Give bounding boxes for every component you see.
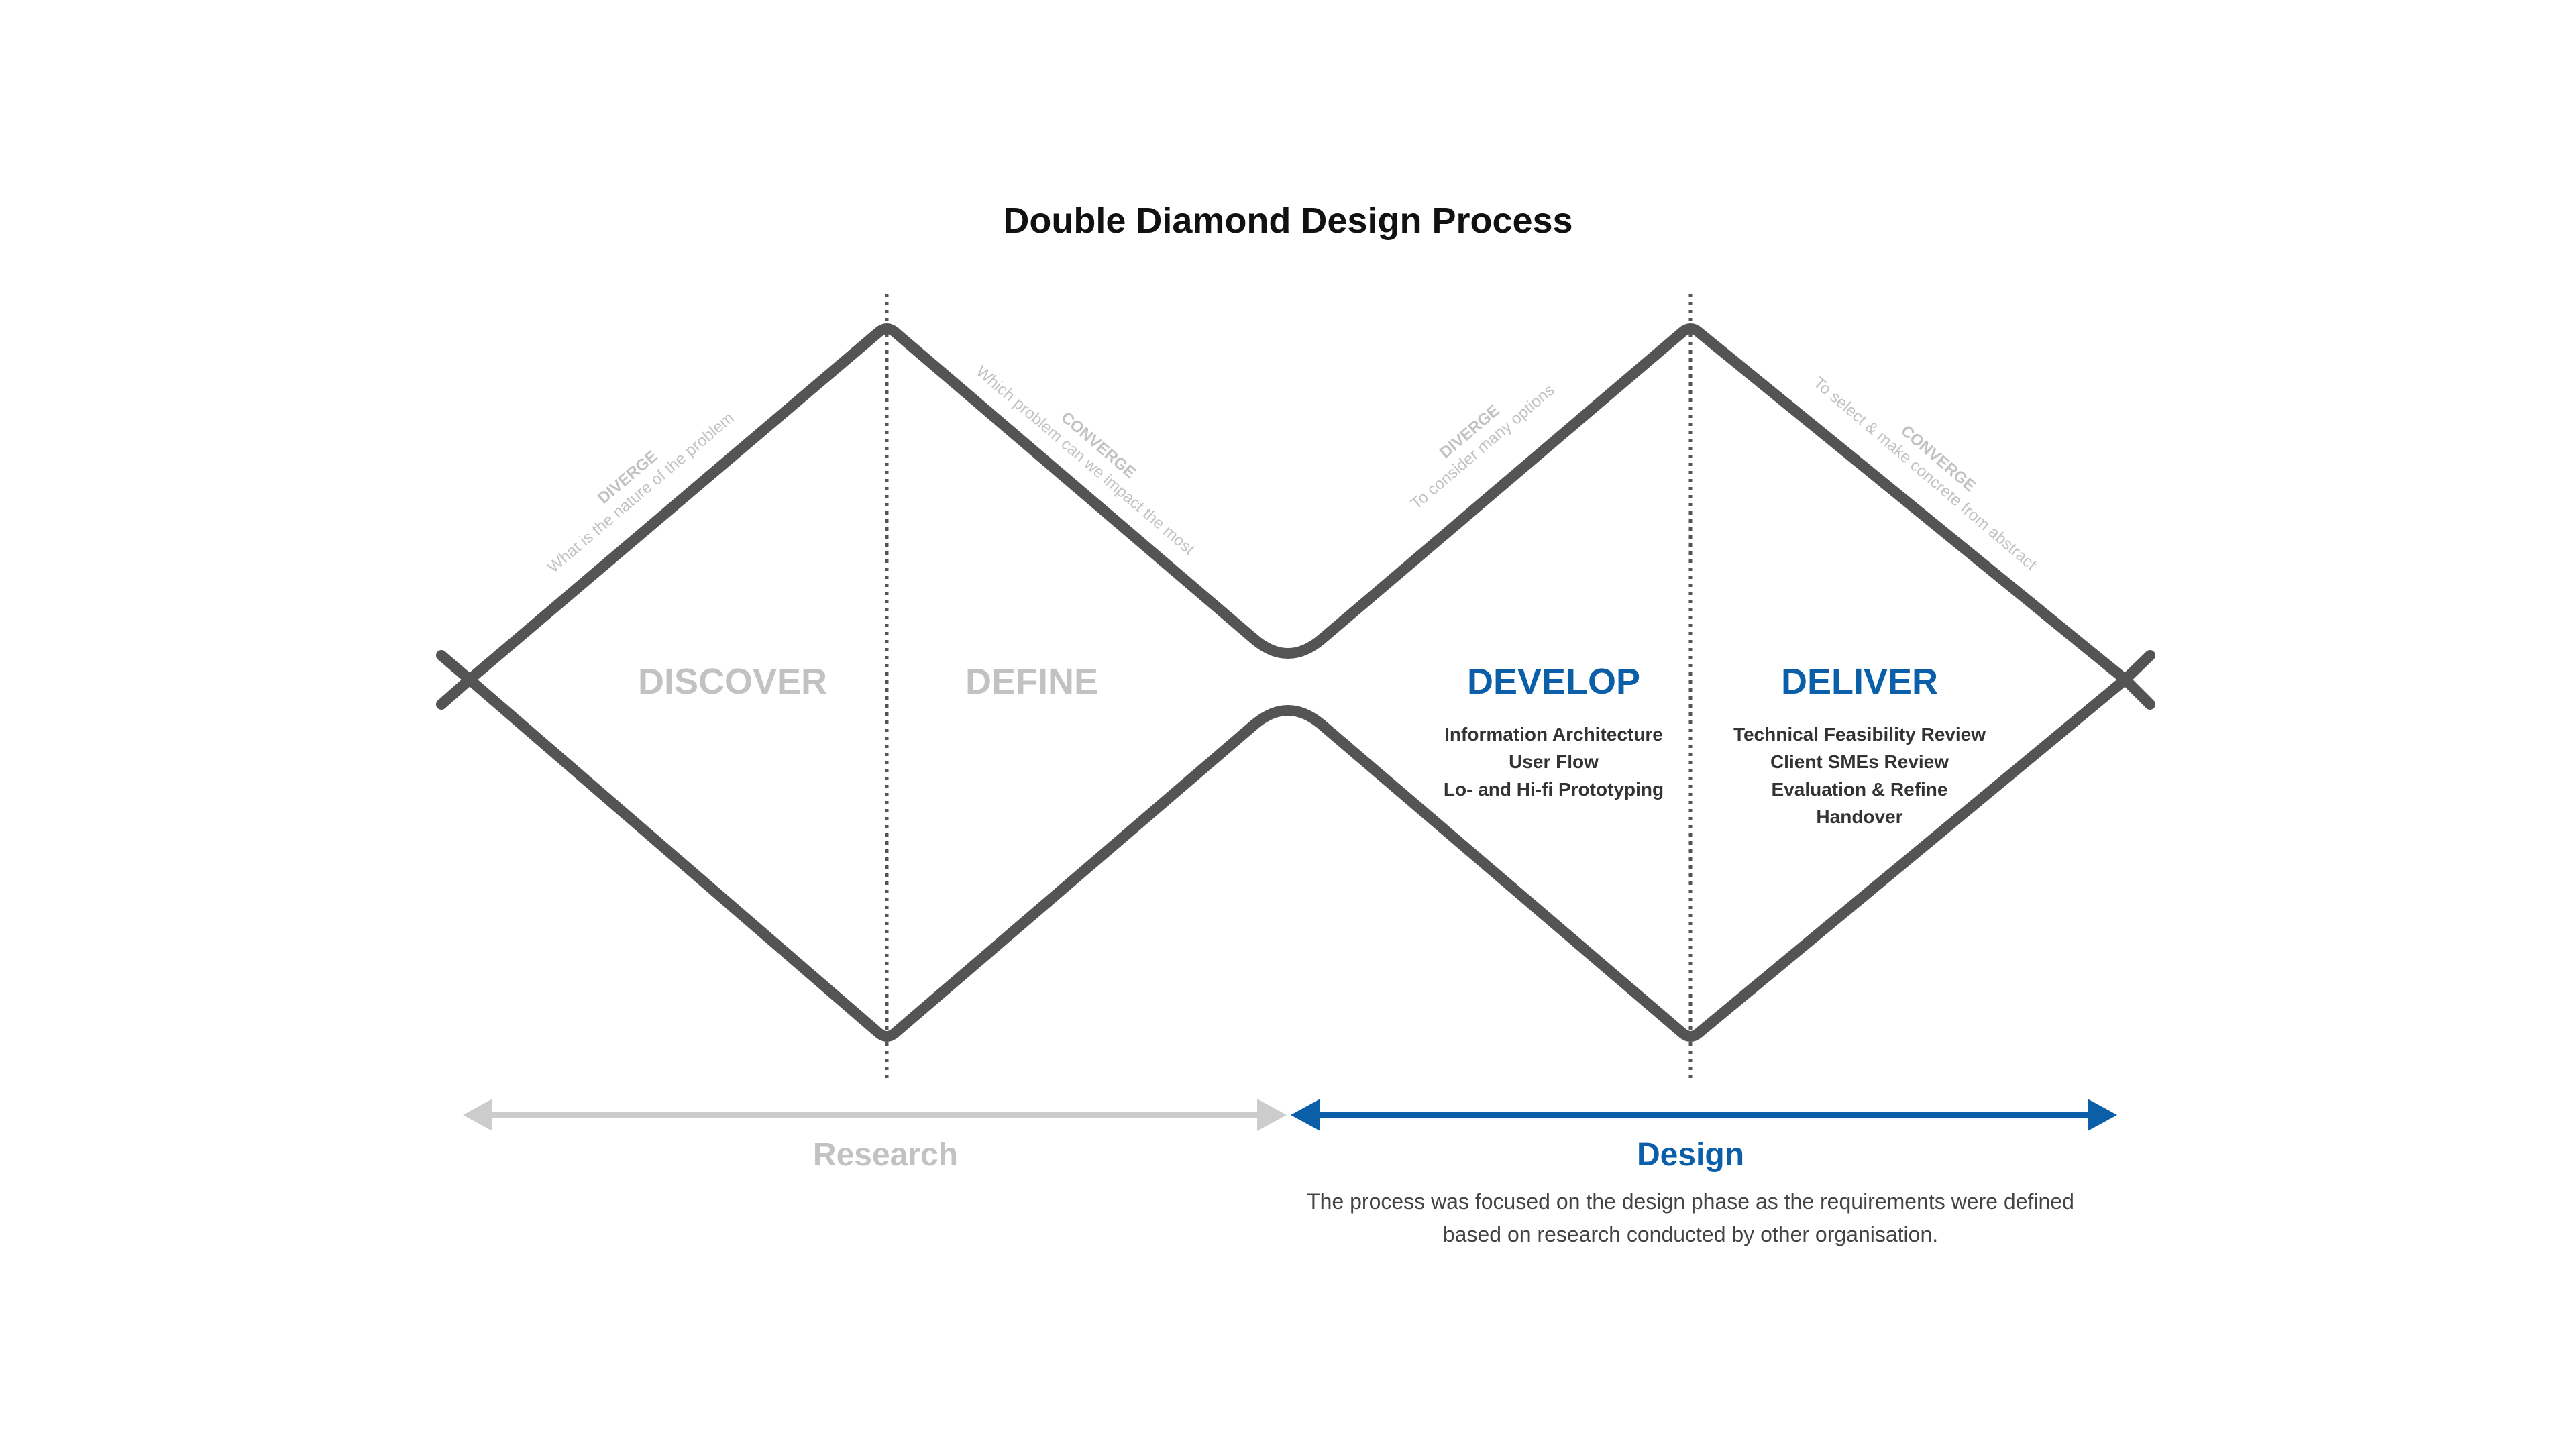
second-diamond-bottom-edge: [1316, 674, 2131, 1042]
slope-description: Which problem can we impact the most: [973, 362, 1198, 559]
design-arrow: [1291, 1099, 2117, 1131]
diagram-title: Double Diamond Design Process: [1003, 201, 1572, 241]
slope-label-converge-1: CONVERGE Which problem can we impact the…: [973, 362, 1198, 559]
stage-research-label: Research: [813, 1137, 958, 1173]
right-cross-tick-lower: [2120, 674, 2155, 710]
activity-item: User Flow: [1509, 751, 1599, 772]
slope-label-diverge-2: DIVERGE To consider many options: [1407, 381, 1558, 513]
activity-item: Lo- and Hi-fi Prototyping: [1444, 779, 1664, 800]
stage-design-label: Design: [1637, 1137, 1744, 1173]
activity-item: Evaluation & Refine: [1772, 779, 1948, 800]
diamond-outlines: [436, 323, 2155, 1042]
activity-item: Technical Feasibility Review: [1733, 724, 1986, 745]
note-line: The process was focused on the design ph…: [1307, 1189, 2074, 1214]
note-line: based on research conducted by other org…: [1443, 1222, 1938, 1246]
phase-separators: [885, 294, 1693, 1081]
design-phase-note: The process was focused on the design ph…: [1307, 1189, 2074, 1246]
second-diamond-top-edge: [1316, 323, 2131, 685]
activity-item: Client SMEs Review: [1770, 751, 1949, 772]
slope-label-converge-2: CONVERGE To select & make concrete from …: [1810, 374, 2040, 574]
slope-description: To select & make concrete from abstract: [1810, 374, 2040, 574]
develop-activities: Information Architecture User Flow Lo- a…: [1444, 724, 1664, 800]
research-arrow: [463, 1099, 1287, 1131]
phase-develop: DEVELOP: [1467, 661, 1640, 702]
left-cross-tick-lower: [436, 674, 475, 710]
slope-description: To consider many options: [1407, 381, 1558, 513]
deliver-activities: Technical Feasibility Review Client SMEs…: [1733, 724, 1986, 827]
first-diamond-top-edge: [464, 323, 1327, 685]
phase-define: DEFINE: [965, 661, 1098, 702]
slope-description: What is the nature of the problem: [544, 409, 737, 576]
right-cross-tick: [2120, 650, 2155, 685]
activity-item: Handover: [1816, 806, 1902, 827]
phase-discover: DISCOVER: [638, 661, 827, 702]
activity-item: Information Architecture: [1444, 724, 1663, 745]
first-diamond-bottom-edge: [464, 674, 1327, 1042]
phase-deliver: DELIVER: [1781, 661, 1938, 702]
left-cross-tick: [436, 650, 475, 685]
